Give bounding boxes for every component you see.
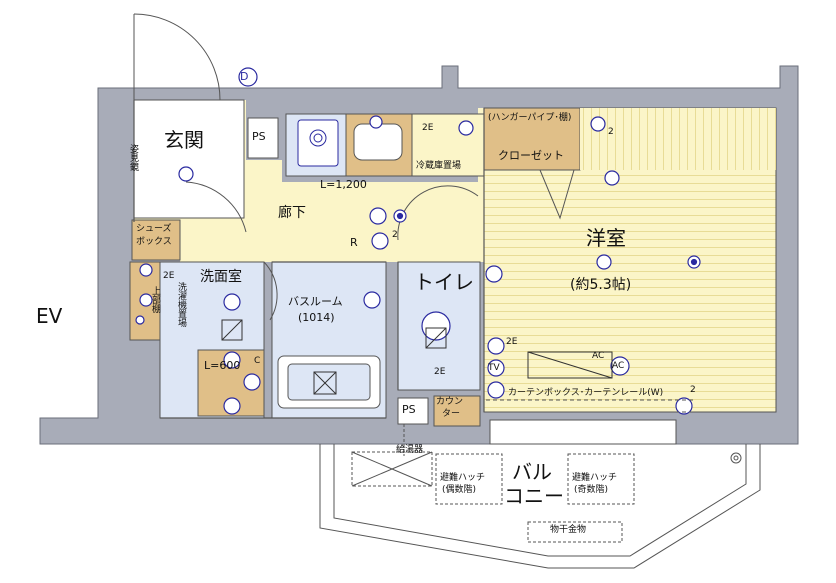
two-e-western: 2E (506, 337, 518, 347)
r-mark-label: R (350, 236, 358, 249)
fridge-label: 冷蔵庫置場 (416, 161, 462, 171)
hatch-even-line2: (偶数階) (442, 485, 477, 495)
balcony-line2: コニー (504, 484, 564, 508)
ac-label: AC (592, 351, 605, 361)
ps-top-label: PS (252, 130, 266, 143)
western-size-label: (約5.3帖) (570, 277, 632, 293)
elevator-label: EV (36, 304, 63, 328)
two-e-toilet: 2E (434, 367, 446, 377)
bathroom-size-label: (1014) (298, 311, 335, 324)
western-room-label: 洋室 (586, 226, 626, 250)
electrical-symbols (135, 67, 701, 415)
door-swings (133, 13, 575, 321)
boxed-x-symbols (221, 319, 613, 395)
sub2-closet: 2 (608, 127, 614, 137)
two-e-washer: 2E (163, 271, 175, 281)
water-heater-label: 給湯器 (396, 445, 424, 455)
c-label: C (254, 356, 261, 366)
entrance-label: 玄関 (164, 128, 204, 152)
counter-line1: カウン (436, 397, 464, 407)
balcony-outline (319, 424, 761, 569)
curtain-label: カーテンボックス･カーテンレール(W) (508, 388, 664, 398)
drying-label: 物干金物 (550, 525, 587, 535)
shoe-box-line2: ボックス (136, 237, 172, 247)
shoe-box-line1: シューズ (136, 224, 172, 234)
closet-label: クローゼット (498, 149, 564, 162)
stove-icon (297, 119, 339, 167)
hatch-even-line1: 避難ハッチ (440, 473, 486, 483)
kitchen-length-label: L=1,200 (320, 178, 367, 191)
hatch-odd-line1: 避難ハッチ (572, 473, 618, 483)
ac-circle-label: AC (612, 361, 625, 371)
counter-line2: ター (442, 409, 461, 419)
curtain-line (486, 399, 696, 413)
washroom-label: 洗面室 (200, 269, 242, 285)
two-e-kitchen: 2E (422, 123, 434, 133)
ps-bottom-label: PS (402, 403, 416, 416)
mirror-label: 姿見鏡 (128, 144, 138, 171)
toilet-label: トイレ (414, 270, 474, 294)
tv-label: TV (488, 363, 500, 373)
floors (129, 99, 777, 445)
door-d-label: D (240, 70, 249, 83)
sub2-r: 2 (392, 230, 398, 240)
wall-lines (133, 100, 485, 419)
sub2-curtain: 2 (690, 385, 696, 395)
vanity-length-label: L=600 (204, 359, 241, 372)
upper-shelf-label: 上部棚 (150, 286, 160, 313)
balcony-line1: バル (512, 460, 552, 484)
hatch-odd-line2: (奇数階) (574, 485, 609, 495)
corridor-label: 廊下 (278, 205, 306, 221)
hanger-pipe-label: (ハンガーパイプ･棚) (488, 113, 572, 123)
washer-label: 洗濯機置場 (176, 282, 186, 327)
sink-icon (353, 123, 403, 161)
bathroom-label: バスルーム (288, 295, 343, 308)
